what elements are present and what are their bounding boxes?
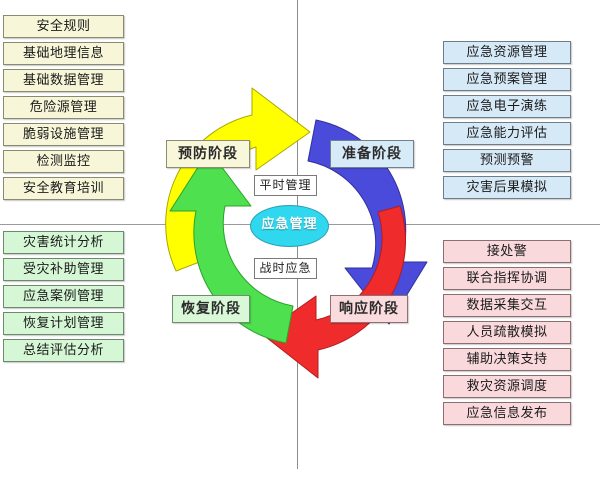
- module-box[interactable]: 脆弱设施管理: [3, 123, 124, 146]
- module-box[interactable]: 应急信息发布: [443, 402, 571, 425]
- module-box[interactable]: 数据采集交互: [443, 294, 571, 317]
- center-node-emergency-management[interactable]: 应急管理: [250, 205, 329, 247]
- module-box[interactable]: 恢复计划管理: [3, 312, 124, 335]
- module-box[interactable]: 应急案例管理: [3, 285, 124, 308]
- module-box[interactable]: 安全教育培训: [3, 177, 124, 200]
- phase-label-recovery[interactable]: 恢复阶段: [172, 295, 250, 323]
- module-box[interactable]: 救灾资源调度: [443, 375, 571, 398]
- phase-label-response[interactable]: 响应阶段: [330, 295, 408, 323]
- module-box[interactable]: 危险源管理: [3, 96, 124, 119]
- module-box[interactable]: 联合指挥协调: [443, 267, 571, 290]
- module-box[interactable]: 应急预案管理: [443, 68, 571, 91]
- module-box[interactable]: 总结评估分析: [3, 339, 124, 362]
- module-box[interactable]: 应急资源管理: [443, 41, 571, 64]
- module-box[interactable]: 应急电子演练: [443, 95, 571, 118]
- module-box[interactable]: 人员疏散模拟: [443, 321, 571, 344]
- module-box[interactable]: 预测预警: [443, 149, 571, 172]
- module-box[interactable]: 受灾补助管理: [3, 258, 124, 281]
- module-box[interactable]: 灾害统计分析: [3, 231, 124, 254]
- mode-tag-peacetime[interactable]: 平时管理: [254, 175, 317, 196]
- module-box[interactable]: 灾害后果模拟: [443, 176, 571, 199]
- module-box[interactable]: 基础数据管理: [3, 69, 124, 92]
- module-box[interactable]: 检测监控: [3, 150, 124, 173]
- module-box[interactable]: 应急能力评估: [443, 122, 571, 145]
- phase-label-prevention[interactable]: 预防阶段: [166, 140, 250, 168]
- module-box[interactable]: 安全规则: [3, 15, 124, 38]
- module-box[interactable]: 接处警: [443, 240, 571, 263]
- arrow-response: [261, 205, 407, 379]
- module-box[interactable]: 基础地理信息: [3, 42, 124, 65]
- module-box[interactable]: 辅助决策支持: [443, 348, 571, 371]
- phase-label-preparation[interactable]: 准备阶段: [330, 140, 414, 168]
- mode-tag-wartime[interactable]: 战时应急: [254, 258, 317, 279]
